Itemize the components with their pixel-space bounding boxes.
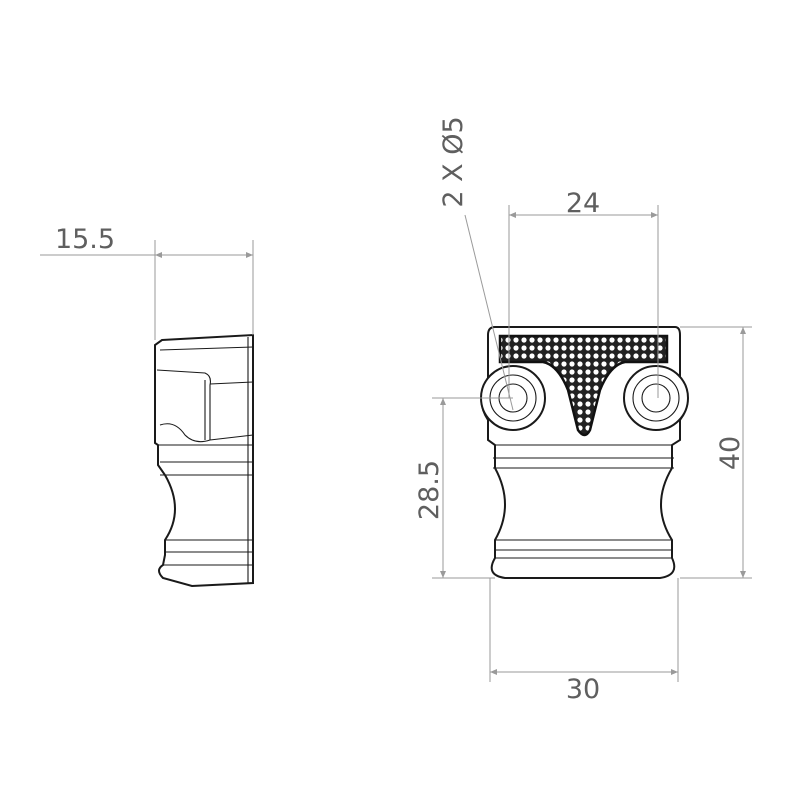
- dim-hole-height: 28.5: [414, 460, 445, 520]
- dimension-lines: [40, 205, 752, 682]
- side-view: [154, 333, 254, 588]
- hole-note: 2 X Ø5: [438, 116, 469, 207]
- dim-hole-spacing: 24: [566, 188, 600, 219]
- dim-total-width: 30: [566, 674, 600, 705]
- dim-total-height: 40: [715, 436, 746, 470]
- front-view: [480, 326, 689, 579]
- dim-side-width: 15.5: [55, 224, 115, 255]
- mounting-hole-right: [623, 365, 689, 431]
- mesh-grip-area: [498, 334, 669, 437]
